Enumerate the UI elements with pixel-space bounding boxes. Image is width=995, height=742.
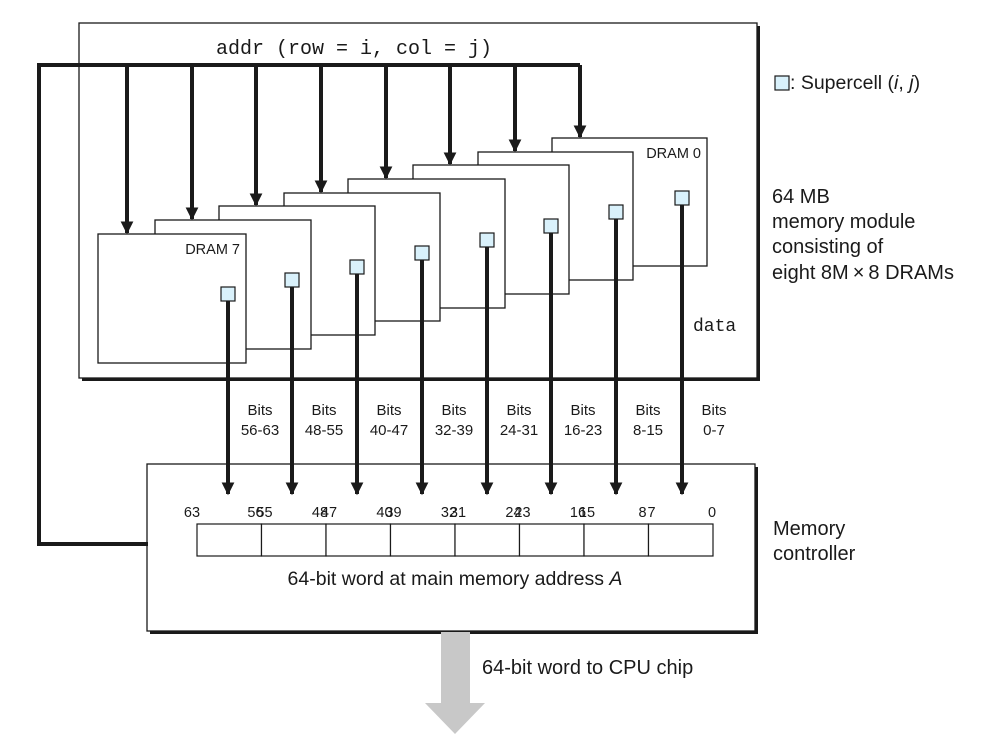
- register-bit-label: 31: [450, 505, 466, 521]
- register-caption: 64-bit word at main memory address A: [288, 568, 623, 590]
- register-byte-cell: [389, 523, 456, 557]
- bits-range-label: 56-63: [241, 422, 279, 439]
- module-caption-line: memory module: [772, 211, 915, 233]
- legend-label: : Supercell (i, j): [790, 72, 920, 94]
- bits-range-label: 16-23: [564, 422, 602, 439]
- register-bit-label: 63: [184, 505, 200, 521]
- bits-range-label: 0-7: [703, 422, 725, 439]
- bits-label: Bits: [247, 402, 272, 419]
- module-caption-line: eight 8M × 8 DRAMs: [772, 262, 954, 284]
- supercell-square: [220, 286, 236, 302]
- register-bit-label: 56: [247, 505, 263, 521]
- supercell-square: [284, 272, 300, 288]
- bits-label: Bits: [701, 402, 726, 419]
- register-bit-label: 55: [256, 505, 272, 521]
- dram-chip: DRAM 7: [97, 233, 247, 378]
- dram-label: DRAM 7: [185, 242, 240, 258]
- data-bus-label: data: [693, 317, 736, 337]
- register-bit-label: 16: [570, 505, 586, 521]
- output-arrow: [425, 632, 485, 734]
- legend: : Supercell (i, j): [774, 72, 920, 94]
- supercell-square: [543, 218, 559, 234]
- bits-label: Bits: [570, 402, 595, 419]
- register-bit-label: 39: [385, 505, 401, 521]
- dram-stack: DRAM 0 DRAM 7: [97, 137, 708, 378]
- module-caption: 64 MB memory module consisting of eight …: [772, 186, 954, 284]
- supercell-square: [414, 245, 430, 261]
- bits-range-label: 40-47: [370, 422, 408, 439]
- address-bus-label: addr (row = i, col = j): [216, 38, 492, 61]
- dram-label: DRAM 0: [646, 146, 701, 162]
- register-bit-label: 8: [638, 505, 646, 521]
- register-bit-label: 23: [514, 505, 530, 521]
- bits-range-label: 32-39: [435, 422, 473, 439]
- cpu-output-arrow-icon: [425, 632, 485, 734]
- address-arrows: [120, 65, 587, 235]
- module-caption-line: consisting of: [772, 236, 884, 258]
- controller-caption-line: Memory: [773, 518, 845, 540]
- supercell-square: [479, 232, 495, 248]
- register-bit-label: 48: [312, 505, 328, 521]
- register-bit-label: 24: [505, 505, 521, 521]
- register-bit-label: 15: [579, 505, 595, 521]
- controller-caption-line: controller: [773, 543, 856, 565]
- supercell-square: [349, 259, 365, 275]
- supercell-legend-swatch: [774, 75, 790, 91]
- register-byte-cell: [260, 523, 327, 557]
- bits-labels: Bits 0-7 Bits 8-15 Bits 16-23 Bits 24-31 Bits 32-…: [241, 402, 727, 439]
- register-byte-cell: [454, 523, 521, 557]
- register-byte-cell: [518, 523, 585, 557]
- module-caption-line: 64 MB: [772, 186, 830, 208]
- bits-range-label: 24-31: [500, 422, 538, 439]
- bits-label: Bits: [635, 402, 660, 419]
- data-arrows: [221, 379, 689, 496]
- register-bit-label: 32: [441, 505, 457, 521]
- supercell-square: [608, 204, 624, 220]
- bits-range-label: 48-55: [305, 422, 343, 439]
- controller-caption: Memory controller: [773, 518, 856, 565]
- bits-label: Bits: [376, 402, 401, 419]
- bits-range-label: 8-15: [633, 422, 663, 439]
- supercell-square: [674, 190, 690, 206]
- register-byte-cell: [325, 523, 392, 557]
- output-label: 64-bit word to CPU chip: [482, 657, 693, 679]
- register-bit-label: 0: [708, 505, 716, 521]
- word-register: [196, 523, 714, 557]
- register-byte-cell: [583, 523, 650, 557]
- register-byte-cell: [647, 523, 714, 557]
- bits-label: Bits: [311, 402, 336, 419]
- register-bit-label: 7: [647, 505, 655, 521]
- bits-label: Bits: [506, 402, 531, 419]
- register-byte-cell: [196, 523, 263, 557]
- bits-label: Bits: [441, 402, 466, 419]
- register-bit-label: 40: [376, 505, 392, 521]
- register-bit-label: 47: [321, 505, 337, 521]
